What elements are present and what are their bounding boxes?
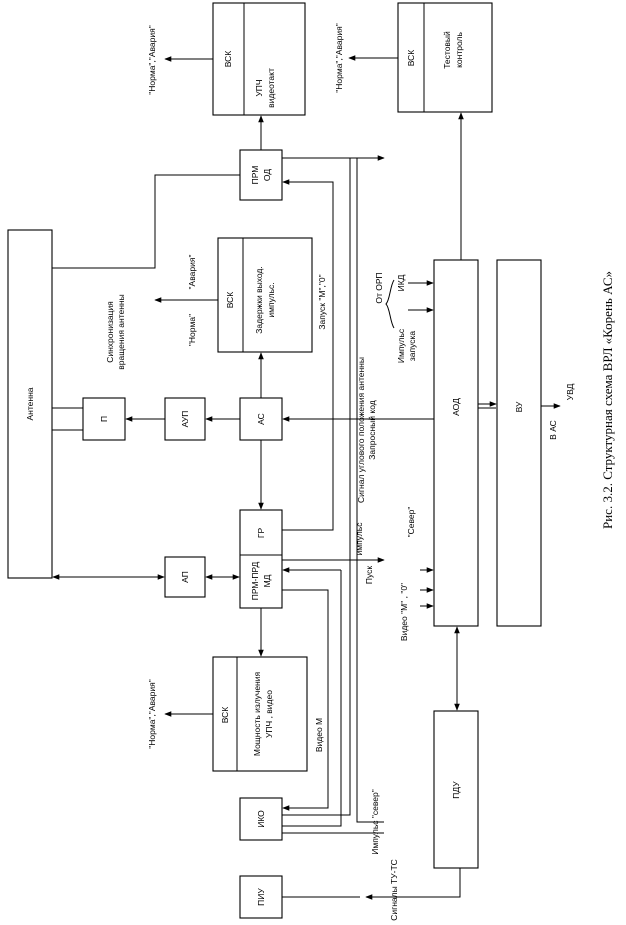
norm-alarm-label-2: "Норма","Авария" xyxy=(334,23,344,93)
prm-od-label-2: ОД xyxy=(262,169,272,181)
signals-tutc-label: Сигналы ТУ-ТС xyxy=(389,859,399,921)
aup-label: АУП xyxy=(180,411,190,428)
block-aup: АУП xyxy=(164,397,206,441)
sync-label-2: вращения антенны xyxy=(116,294,126,369)
block-pdu: ПДУ xyxy=(433,710,479,869)
antenna-label: Антенна xyxy=(25,387,35,420)
delays-label-1: Задержки выход. xyxy=(254,266,264,333)
norm-label-3: "Норма" xyxy=(187,314,197,346)
piu-label: ПИУ xyxy=(256,888,266,906)
north-label: "Север" xyxy=(406,507,416,538)
vu-label: ВУ xyxy=(514,401,524,412)
upch-label-2: видеотакт xyxy=(266,68,276,108)
connections xyxy=(52,55,561,900)
prmprd-label-1: ПРМ-ПРД xyxy=(250,561,260,600)
pulse-launch-label-1: Импульс xyxy=(396,328,406,363)
prm-od-label-1: ПРМ xyxy=(250,166,260,185)
test-label-1: Тестовый xyxy=(442,31,452,69)
block-prm-od: ПРМ ОД xyxy=(239,149,283,201)
norm-alarm-label-4: "Норма","Авария" xyxy=(147,679,157,749)
launch-m0-label: Запуск "М","0" xyxy=(317,274,327,329)
vsk4-label: ВСК xyxy=(220,707,230,724)
sync-label-1: Синхронизация xyxy=(105,301,115,363)
gr-label: ГР xyxy=(256,528,266,539)
block-vsk-power: ВСК Мощность излучения УПЧ , видео xyxy=(212,656,308,772)
block-iko: ИКО xyxy=(239,797,283,841)
block-ap: АП xyxy=(164,556,206,598)
pulse-launch-label-2: запуска xyxy=(407,331,417,362)
iko-label: ИКО xyxy=(256,810,266,828)
block-vsk-test: ВСК Тестовый контроль xyxy=(397,2,493,113)
from-orp-label: От ОРП xyxy=(374,272,384,303)
request-code-label: Запросный код xyxy=(367,400,377,459)
figure-caption: Рис. 3.2. Структурная схема ВРЛ «Корень … xyxy=(600,271,615,529)
start-pulse-label-1: Пуск xyxy=(364,566,374,585)
as-label: АС xyxy=(256,413,266,425)
block-vu: ВУ xyxy=(496,259,542,627)
angle-signal-label: Сигнал углового положения антенны xyxy=(356,357,366,503)
block-gr-prmprd: ГР ПРМ-ПРД МД xyxy=(239,509,283,609)
block-aod: АОД xyxy=(433,259,479,627)
block-p: П xyxy=(82,397,126,441)
pulse-north-label: Импульс "север" xyxy=(370,789,380,855)
block-as: АС xyxy=(239,397,283,441)
start-pulse-label-2: импульс xyxy=(354,522,364,556)
pdu-label: ПДУ xyxy=(451,781,461,799)
power-label-2: УПЧ , видео xyxy=(264,690,274,738)
ikd-label: ИКД xyxy=(396,274,406,291)
ap-label: АП xyxy=(180,571,190,583)
annotations: "Норма","Авария" "Норма","Авария" "Норма… xyxy=(105,23,615,921)
block-vsk-upch: ВСК УПЧ видеотакт xyxy=(212,2,306,116)
power-label-1: Мощность излучения xyxy=(252,672,262,757)
vsk3-label: ВСК xyxy=(225,292,235,309)
vsk1-label: ВСК xyxy=(223,51,233,68)
vas-label: В АС xyxy=(548,420,558,440)
block-piu: ПИУ xyxy=(239,875,283,919)
test-label-2: контроль xyxy=(454,32,464,68)
aod-label: АОД xyxy=(451,398,461,416)
video-m-label: Видео М xyxy=(314,718,324,752)
uvd-label: УВД xyxy=(565,383,575,400)
norm-alarm-label-1: "Норма","Авария" xyxy=(147,25,157,95)
vsk2-label: ВСК xyxy=(406,50,416,67)
block-antenna: Антенна xyxy=(7,229,53,579)
delays-label-2: импульс. xyxy=(266,282,276,317)
upch-label-1: УПЧ xyxy=(254,79,264,96)
prmprd-label-2: МД xyxy=(262,574,272,587)
video-m0-label: Видео "М" , "0" xyxy=(399,583,409,641)
p-label: П xyxy=(99,416,109,422)
alarm-label-3: "Авария" xyxy=(187,255,197,290)
block-vsk-delays: ВСК Задержки выход. импульс. xyxy=(217,237,313,353)
